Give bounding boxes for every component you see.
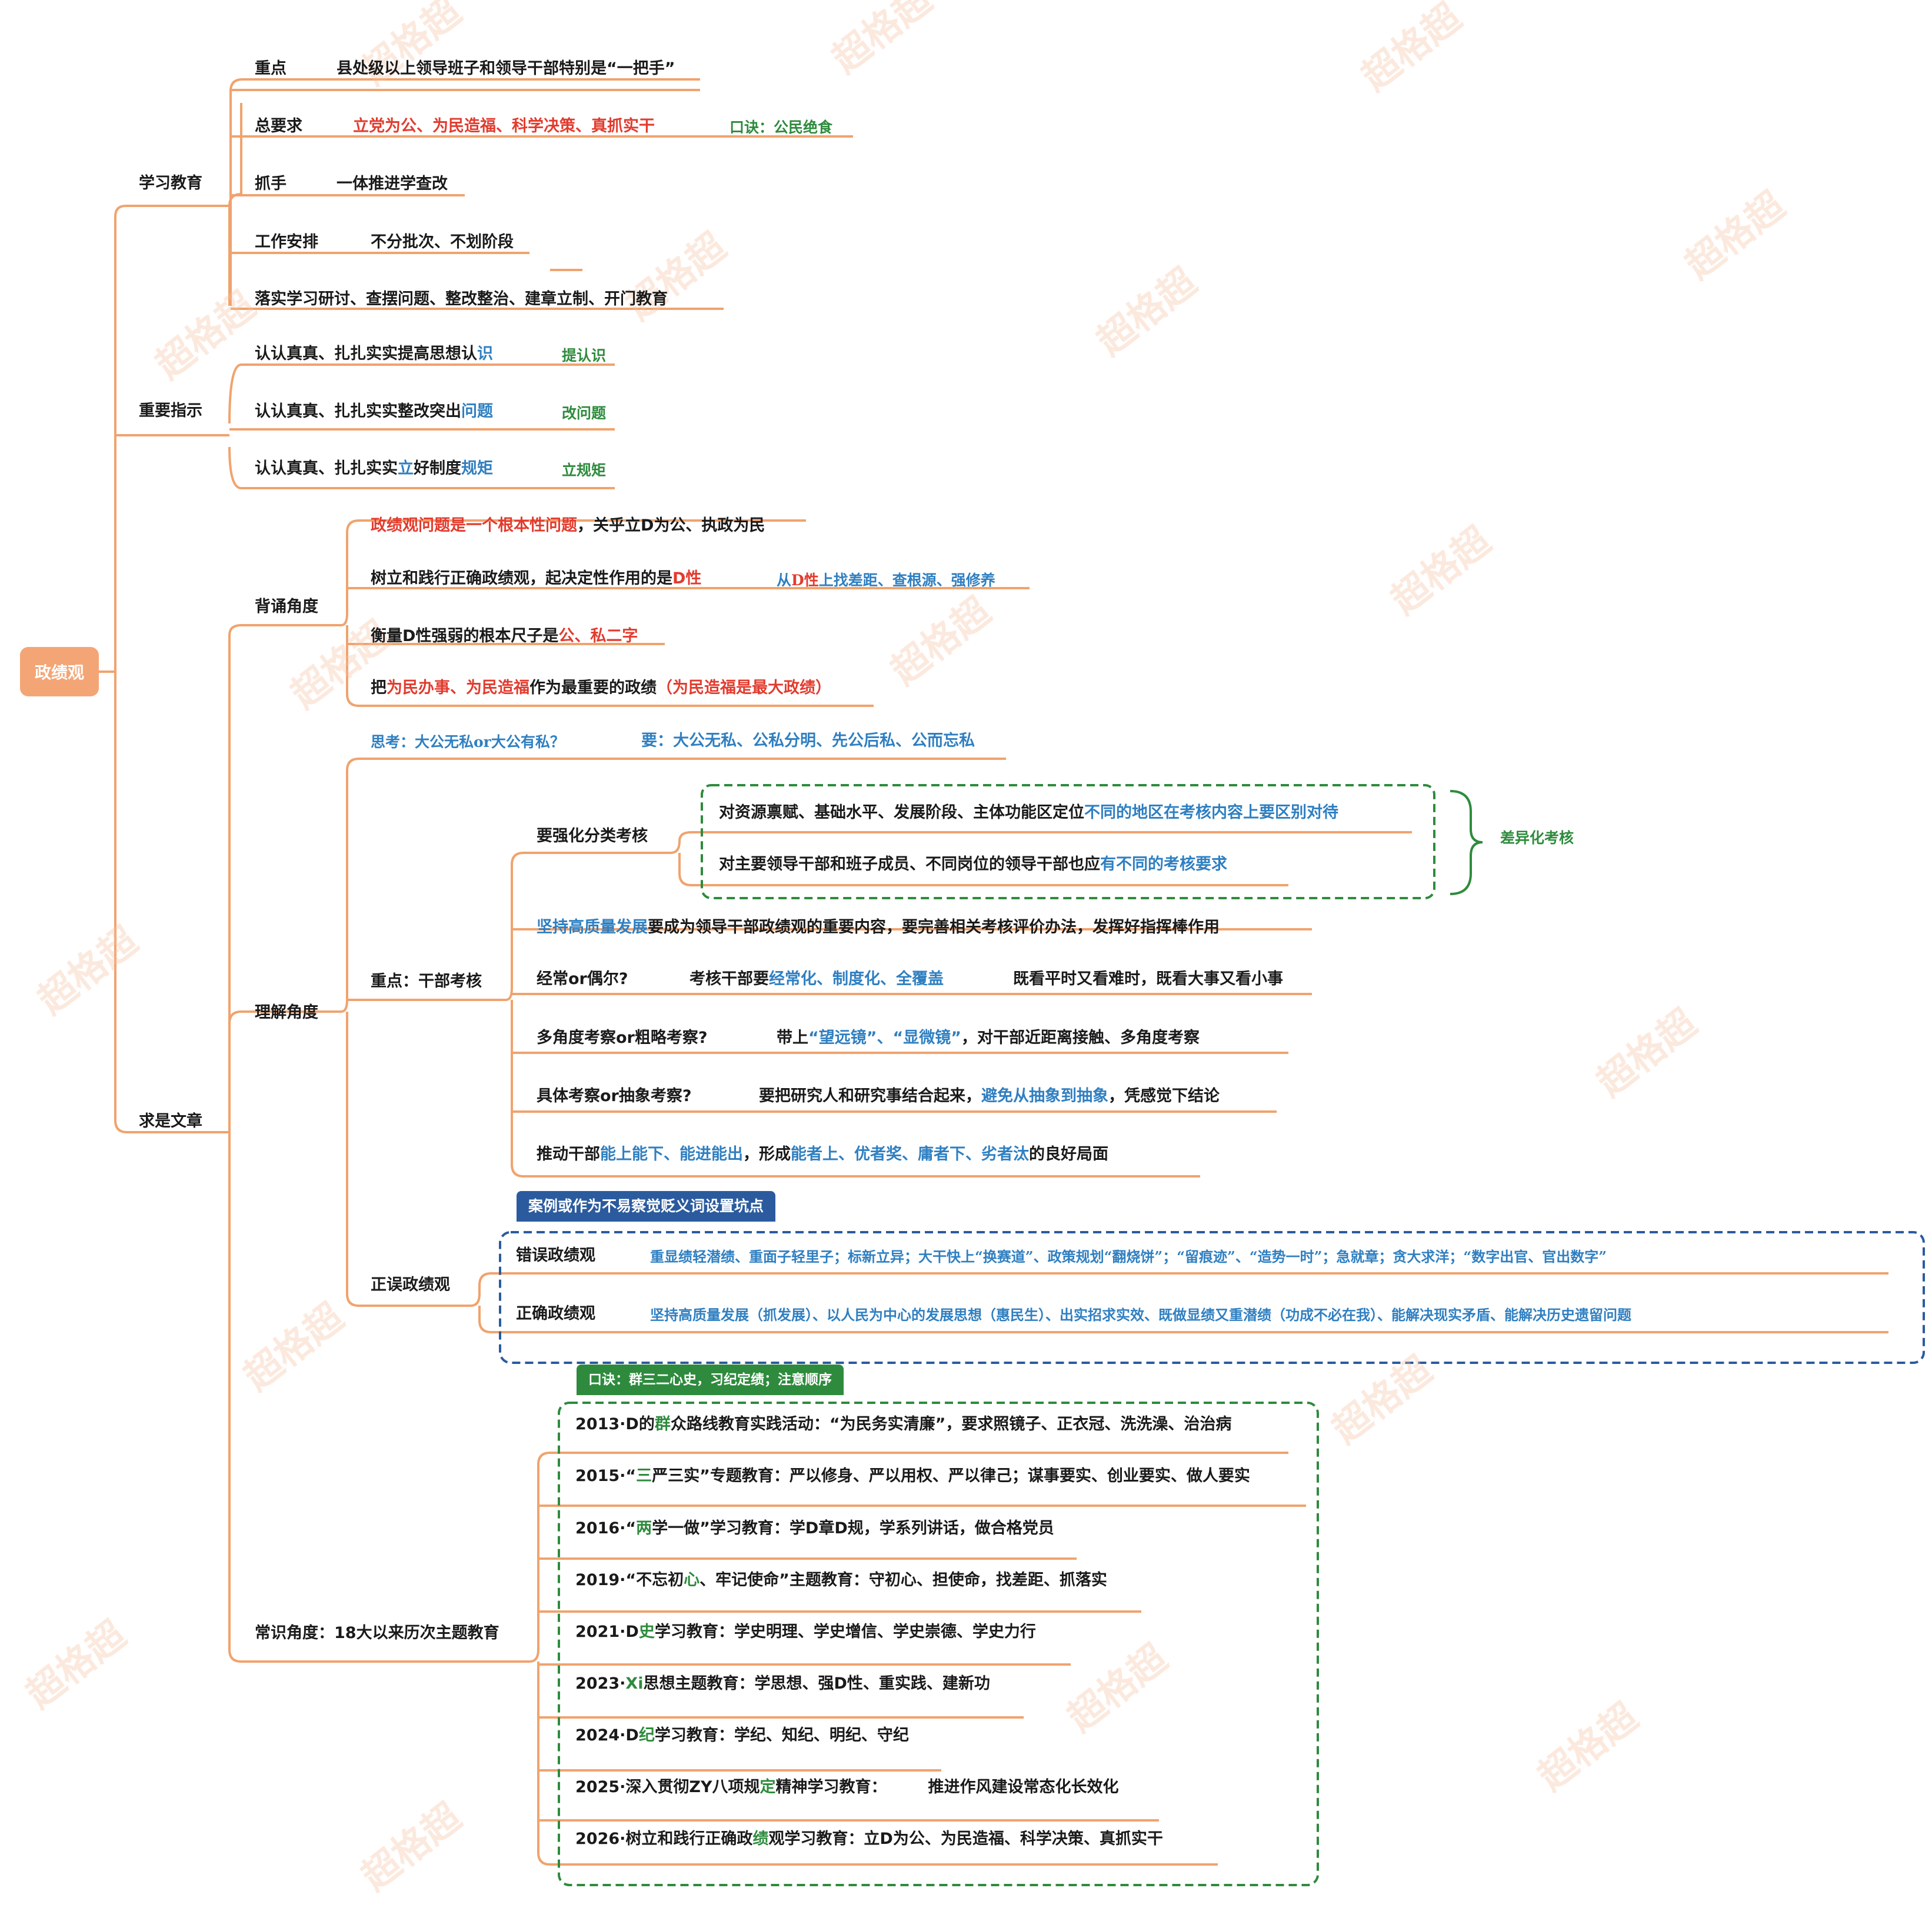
instr-2: 认认真真、扎扎实实整改突出问题 (255, 402, 493, 421)
common-tag: 口诀：群三二心史，习纪定绩；注意顺序 (577, 1365, 844, 1395)
study-focus-val: 县处级以上领导班子和领导干部特别是“一把手” (337, 59, 675, 78)
cadre-q1-ans: 考核干部要经常化、制度化、全覆盖 (689, 970, 944, 988)
right-wrong-tag: 案例或作为不易察觉贬义词设置坑点 (517, 1191, 776, 1222)
study-focus-key: 重点 (255, 59, 287, 78)
cadre-q2: 多角度考察or粗略考察? (537, 1029, 708, 1047)
cadre-q1-extra: 既看平时又看难时，既看大事又看小事 (1013, 970, 1283, 988)
study-req-key: 总要求 (255, 117, 302, 135)
branch-right-wrong[interactable]: 正误政绩观 (371, 1276, 450, 1294)
study-impl: 落实学习研讨、查摆问题、整改整治、建章立制、开门教育 (255, 290, 668, 308)
recite-2: 树立和践行正确政绩观，起决定性作用的是D性 (371, 569, 702, 588)
edu-2013: 2013·D的群众路线教育实践活动：“为民务实清廉”，要求照镜子、正衣冠、洗洗澡… (575, 1415, 1232, 1433)
branch-common[interactable]: 常识角度：18大以来历次主题教育 (255, 1624, 499, 1642)
edu-2016: 2016·“两学一做”学习教育：学D章D规，学系列讲话，做合格党员 (575, 1519, 1054, 1537)
cadre-classify-2: 对主要领导干部和班子成员、不同岗位的领导干部也应有不同的考核要求 (719, 855, 1227, 873)
edu-2021: 2021·D史学习教育：学史明理、学史增信、学史崇德、学史力行 (575, 1623, 1036, 1641)
recite-4: 把为民办事、为民造福作为最重要的政绩（为民造福是最大政绩） (371, 679, 831, 697)
study-arr-val: 不分批次、不划阶段 (371, 233, 514, 251)
cadre-q3: 具体考察or抽象考察? (537, 1087, 692, 1105)
cadre-classify: 要强化分类考核 (537, 827, 648, 845)
study-grip-key: 抓手 (255, 175, 287, 193)
cadre-q2-ans: 带上“望远镜”、“显微镜”，对干部近距离接触、多角度考察 (777, 1029, 1200, 1047)
diff-assess-label: 差异化考核 (1500, 829, 1574, 846)
branch-cadre[interactable]: 重点：干部考核 (371, 972, 482, 990)
right-val: 坚持高质量发展（抓发展）、以人民为中心的发展思想（惠民生）、出实招求实效、既做显… (650, 1306, 1631, 1323)
root-node[interactable]: 政绩观 (20, 647, 99, 696)
edu-2024: 2024·D纪学习教育：学纪、知纪、明纪、守纪 (575, 1726, 909, 1744)
instr-3-tip: 立规矩 (562, 462, 607, 479)
right-key: 正确政绩观 (516, 1305, 595, 1323)
wrong-key: 错误政绩观 (516, 1246, 595, 1265)
study-req-val: 立党为公、为民造福、科学决策、真抓实干 (353, 117, 655, 135)
edu-2015: 2015·“三严三实”专题教育：严以修身、严以用权、严以律己；谋事要实、创业要实… (575, 1467, 1250, 1485)
think-answer: 要：大公无私、公私分明、先公后私、公而忘私 (641, 732, 975, 750)
branch-understand[interactable]: 理解角度 (255, 1003, 318, 1022)
edu-2023: 2023·Xi思想主题教育：学思想、强D性、重实践、建新功 (575, 1674, 990, 1693)
cadre-q3-ans: 要把研究人和研究事结合起来，避免从抽象到抽象，凭感觉下结论 (759, 1087, 1220, 1105)
wrong-val: 重显绩轻潜绩、重面子轻里子；标新立异；大干快上“换赛道”、政策规划“翻烧饼”；“… (650, 1248, 1607, 1265)
instr-1-tip: 提认识 (562, 347, 607, 364)
recite-3: 衡量D性强弱的根本尺子是公、私二字 (371, 627, 638, 645)
study-arr-key: 工作安排 (255, 233, 318, 251)
study-grip-val: 一体推进学查改 (337, 175, 448, 193)
recite-2-tip: 从D性上找差距、查根源、强修养 (777, 572, 995, 589)
branch-study[interactable]: 学习教育 (139, 174, 202, 192)
cadre-hq: 坚持高质量发展要成为领导干部政绩观的重要内容，要完善相关考核评价办法，发挥好指挥… (537, 918, 1220, 936)
edu-2026: 2026·树立和践行正确政绩观学习教育：立D为公、为民造福、科学决策、真抓实干 (575, 1830, 1163, 1848)
recite-1: 政绩观问题是一个根本性问题，关乎立D为公、执政为民 (371, 516, 765, 535)
instr-1: 认认真真、扎扎实实提高思想认识 (255, 345, 493, 363)
instr-3: 认认真真、扎扎实实立好制度规矩 (255, 459, 493, 478)
branch-recite[interactable]: 背诵角度 (255, 598, 318, 616)
think-question: 思考：大公无私or大公有私？ (371, 733, 565, 750)
edu-2025: 2025·深入贯彻ZY八项规定精神学习教育：推进作风建设常态化长效化 (575, 1778, 1119, 1796)
edu-2019: 2019·“不忘初心、牢记使命”主题教育：守初心、担使命，找差距、抓落实 (575, 1571, 1107, 1589)
branch-qiushi[interactable]: 求是文章 (139, 1112, 202, 1130)
instr-2-tip: 改问题 (562, 405, 607, 422)
cadre-promote: 推动干部能上能下、能进能出，形成能者上、优者奖、庸者下、劣者汰的良好局面 (537, 1145, 1108, 1163)
cadre-classify-1: 对资源禀赋、基础水平、发展阶段、主体功能区定位不同的地区在考核内容上要区别对待 (719, 803, 1338, 822)
branch-instr[interactable]: 重要指示 (139, 402, 202, 420)
study-req-tip: 口诀：公民绝食 (730, 119, 833, 136)
cadre-q1: 经常or偶尔? (537, 970, 628, 988)
